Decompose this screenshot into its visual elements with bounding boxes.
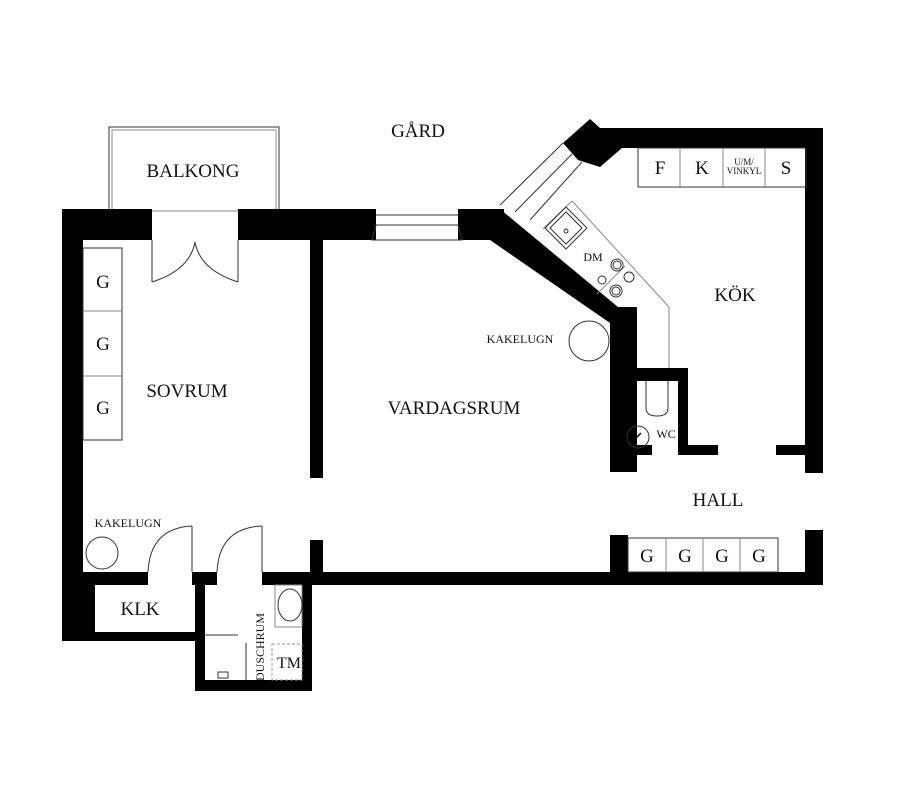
label-courtyard: GÅRD [391, 121, 445, 142]
wardrobe-label: G [96, 334, 110, 355]
label-kitchen: KÖK [714, 285, 755, 306]
wardrobe-label: G [640, 546, 654, 567]
label-hall: HALL [693, 490, 744, 511]
window-kitchen-diagonal [499, 142, 583, 221]
label-tiled-stove-living: KAKELUGN [487, 332, 554, 346]
label-balcony: BALKONG [147, 161, 240, 182]
tiled-stove-icon [85, 536, 119, 570]
freezer-label: K [695, 158, 709, 179]
shower-fixtures [205, 634, 303, 681]
door-bathroom[interactable] [216, 525, 263, 573]
sink-icon [544, 206, 588, 250]
wardrobe-label: G [96, 272, 110, 293]
label-bedroom: SOVRUM [146, 381, 227, 402]
label-shower-room: DUSCHRUM [253, 613, 267, 681]
door-klk[interactable] [147, 525, 193, 573]
oven-label-1: U/M/ [734, 157, 754, 167]
wardrobe-label: G [752, 546, 766, 567]
label-closet: KLK [120, 599, 159, 620]
window-living [371, 214, 463, 241]
stove-icon [597, 258, 635, 298]
wardrobe-label: G [96, 398, 110, 419]
label-dishwasher: DM [583, 250, 603, 264]
oven-label-2: VINKYL [727, 166, 762, 176]
toilet-icon [626, 381, 669, 449]
wardrobe-label: G [678, 546, 692, 567]
washbasin-icon [274, 584, 303, 628]
balcony-door[interactable] [151, 240, 239, 283]
cupboard-label: S [781, 158, 792, 179]
kitchen-appliances: F K U/M/ VINKYL S [637, 147, 807, 188]
balcony [108, 126, 280, 212]
hall-wardrobes: G G G G [627, 537, 779, 573]
label-wc: WC [656, 427, 675, 441]
fridge-label: F [655, 158, 666, 179]
label-washing-machine: TM [277, 655, 301, 672]
bedroom-wardrobes: G G G [82, 247, 123, 441]
label-living-room: VARDAGSRUM [388, 398, 521, 419]
walls [62, 119, 823, 691]
tiled-stove-icon [568, 320, 610, 362]
label-tiled-stove-bedroom: KAKELUGN [95, 516, 162, 530]
wardrobe-label: G [715, 546, 729, 567]
